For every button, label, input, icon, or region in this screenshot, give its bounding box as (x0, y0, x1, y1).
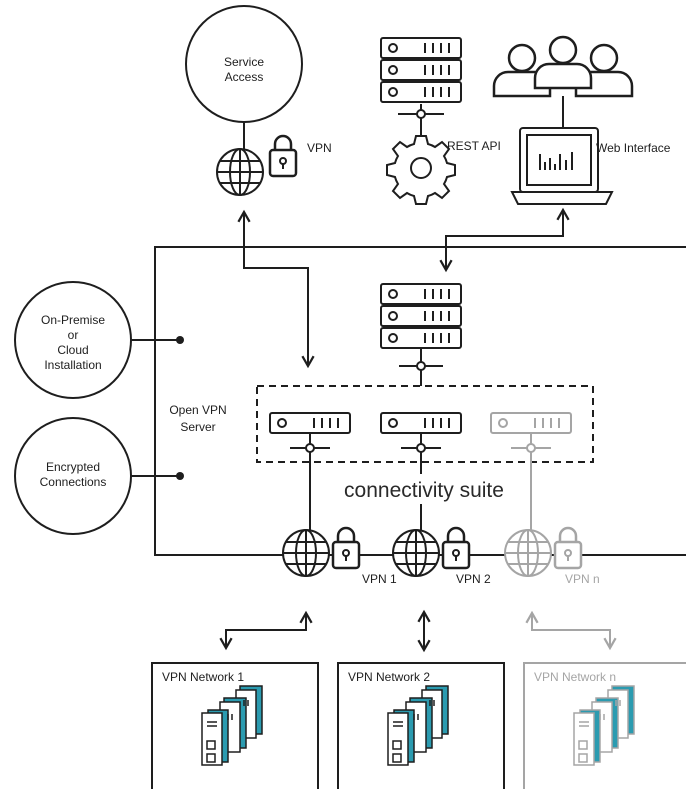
openvpn-server-1-icon (269, 412, 351, 434)
web-link-arrow (439, 207, 570, 273)
web-interface-label: Web Interface (596, 141, 671, 155)
onprem-label-3: Cloud (57, 343, 88, 357)
vpn1-label: VPN 1 (362, 572, 397, 586)
vpnn-lock-icon (553, 526, 583, 570)
network2-devices-icon (387, 685, 449, 766)
openvpn-servers-box (256, 385, 594, 463)
connectivity-suite-title: connectivity suite (344, 479, 504, 502)
rest-api-label: REST API (447, 139, 501, 153)
central-server-icon (380, 283, 462, 349)
vpn2-globe-icon (392, 529, 440, 577)
networkn-label: VPN Network n (534, 670, 616, 684)
laptop-icon (510, 127, 614, 205)
vpn2-label: VPN 2 (456, 572, 491, 586)
openvpn-label-1: Open VPN (169, 403, 226, 417)
network1-label: VPN Network 1 (162, 670, 244, 684)
encrypted-label-1: Encrypted (46, 460, 100, 474)
service-access-label-1: Service (224, 55, 264, 69)
networkn-arrow (525, 610, 617, 651)
openvpn-server-n-icon (490, 412, 572, 434)
vpn1-lock-icon (331, 526, 361, 570)
vpn1-globe-icon (282, 529, 330, 577)
network1-box (151, 662, 319, 789)
globe-icon (216, 148, 264, 196)
networkn-box (523, 662, 686, 789)
network2-box (337, 662, 505, 789)
encrypted-label-2: Connections (40, 475, 107, 489)
network2-label: VPN Network 2 (348, 670, 430, 684)
openvpn-label-2: Server (180, 420, 215, 434)
service-access-label-2: Access (225, 70, 264, 84)
vpnn-globe-icon (504, 529, 552, 577)
networkn-devices-icon (573, 685, 635, 766)
onprem-label-4: Installation (44, 358, 101, 372)
onprem-label-1: On-Premise (41, 313, 105, 327)
onprem-label-2: or (68, 328, 79, 342)
service-link-arrow (237, 209, 315, 369)
users-icon (492, 35, 634, 98)
network1-devices-icon (201, 685, 263, 766)
rest-api-server-icon (380, 37, 462, 103)
lock-icon (268, 134, 298, 178)
vpnn-label: VPN n (565, 572, 600, 586)
openvpn-server-2-icon (380, 412, 462, 434)
network1-arrow (219, 610, 313, 651)
vpn2-lock-icon (441, 526, 471, 570)
gear-icon (386, 135, 456, 205)
vpn-label: VPN (307, 141, 332, 155)
